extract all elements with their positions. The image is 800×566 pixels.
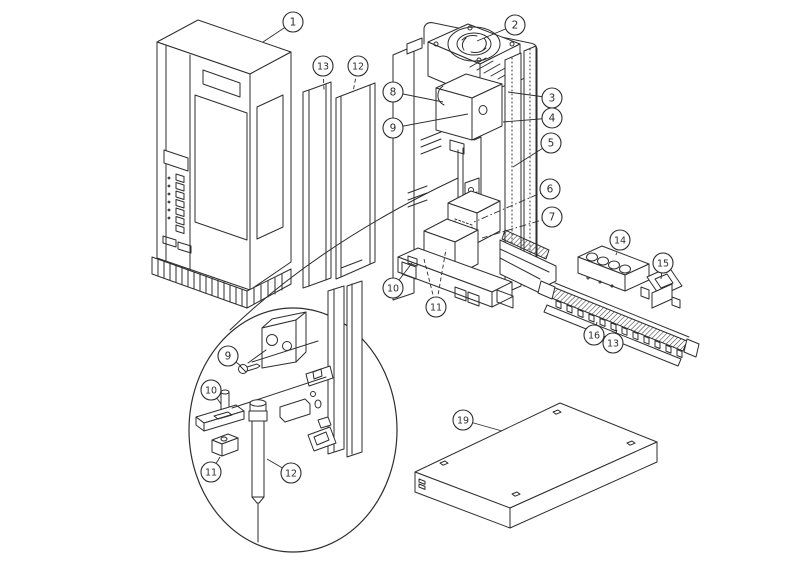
balloon-number: 13 — [317, 62, 329, 73]
balloon-number: 12 — [285, 469, 297, 480]
part-fan-chassis-unit — [392, 22, 557, 309]
balloon-circle — [200, 461, 222, 483]
balloon-circle — [382, 81, 404, 103]
balloon-circle — [217, 345, 239, 367]
inset-clamp-block — [211, 433, 239, 457]
balloon-number: 9 — [390, 123, 397, 135]
balloon-circle — [609, 229, 631, 251]
cabinet-vent-base — [151, 256, 292, 309]
balloon-circle — [282, 11, 304, 33]
balloon-number: 5 — [548, 138, 555, 150]
balloon-number: 6 — [547, 184, 554, 196]
balloon-circle — [382, 117, 404, 139]
inset-block — [251, 311, 319, 369]
balloon-number: 2 — [512, 20, 519, 32]
control-panel — [162, 45, 192, 270]
balloon-circle — [602, 332, 624, 354]
callout-base-plate-19: 19 — [452, 409, 503, 432]
callout-injector-block-9: 9 — [382, 113, 469, 139]
wire-hook — [437, 85, 445, 106]
balloon-number: 16 — [588, 331, 600, 342]
balloon-number: 9 — [225, 351, 232, 363]
callout-guide-bracket-4: 4 — [502, 107, 563, 129]
part-rack-rail — [537, 280, 700, 367]
callout-manifold-block-14: 14 — [609, 229, 631, 256]
part-manifold-block — [577, 245, 650, 292]
part-side-panel-right — [335, 82, 376, 280]
callout-cabinet-enclosure-1: 1 — [262, 11, 304, 43]
balloon-circle — [312, 55, 334, 77]
balloon-number: 10 — [205, 386, 217, 397]
balloon-circle — [541, 107, 563, 129]
balloon-number: 11 — [430, 303, 442, 314]
part-base-plate — [414, 402, 658, 529]
inset-post-bracket — [195, 376, 327, 432]
callout-side-frame-5: 5 — [512, 132, 562, 168]
balloon-number: 1 — [290, 17, 297, 29]
inset-leader-curve — [229, 177, 459, 331]
part-side-panel-left — [302, 81, 332, 289]
base-clip — [407, 255, 418, 267]
balloon-number: 15 — [657, 259, 669, 270]
callout-rack-rail-16: 16 — [583, 321, 605, 346]
callout-heatsink-fins-3: 3 — [507, 87, 563, 109]
balloon-number: 14 — [614, 236, 626, 247]
callout-base-clip-10: 10 — [382, 262, 413, 299]
balloon-number: 7 — [549, 212, 556, 224]
detail-inset — [188, 280, 398, 553]
balloon-number: 10 — [387, 284, 399, 295]
balloon-number: 4 — [549, 113, 556, 125]
callout-end-bracket-15: 15 — [652, 252, 674, 280]
inset-plunger-rod — [248, 399, 268, 543]
callout-post-bracket-10: 10 — [200, 379, 222, 405]
callout-side-panel-left-13: 13 — [312, 55, 334, 91]
callout-rack-rail-13: 13 — [602, 329, 624, 354]
balloon-circle — [425, 296, 447, 318]
part-cabinet-enclosure — [151, 19, 292, 309]
callout-fan-chassis-unit-2: 2 — [476, 14, 526, 42]
callout-side-panel-right-12: 12 — [347, 55, 369, 93]
callout-lower-box-7: 7 — [481, 206, 563, 239]
balloon-circle — [541, 206, 563, 228]
balloon-circle — [539, 178, 561, 200]
balloon-number: 3 — [549, 93, 556, 105]
balloon-number: 11 — [205, 468, 217, 479]
balloon-circle — [382, 277, 404, 299]
balloon-circle — [452, 409, 474, 431]
balloon-circle — [347, 55, 369, 77]
balloon-number: 12 — [352, 62, 364, 73]
balloon-circle — [504, 14, 526, 36]
balloon-number: 8 — [390, 87, 397, 99]
inset-rail — [279, 280, 363, 458]
callout-lower-box-11: 11 — [423, 248, 447, 318]
callout-plunger-rod-12: 12 — [266, 458, 302, 484]
balloon-circle — [540, 132, 562, 154]
balloon-circle — [652, 252, 674, 274]
callout-clamp-block-11: 11 — [200, 456, 222, 483]
balloon-circle — [280, 462, 302, 484]
inset-fixing-screw — [238, 349, 267, 374]
callout-fixing-screw-9: 9 — [217, 345, 242, 367]
injector-block — [435, 73, 503, 155]
balloon-circle — [200, 379, 222, 401]
balloon-circle — [583, 324, 605, 346]
callout-wire-hook-8: 8 — [382, 81, 444, 103]
balloon-number: 19 — [457, 416, 469, 427]
balloon-number: 13 — [607, 339, 619, 350]
callout-upper-box-6: 6 — [473, 178, 561, 223]
